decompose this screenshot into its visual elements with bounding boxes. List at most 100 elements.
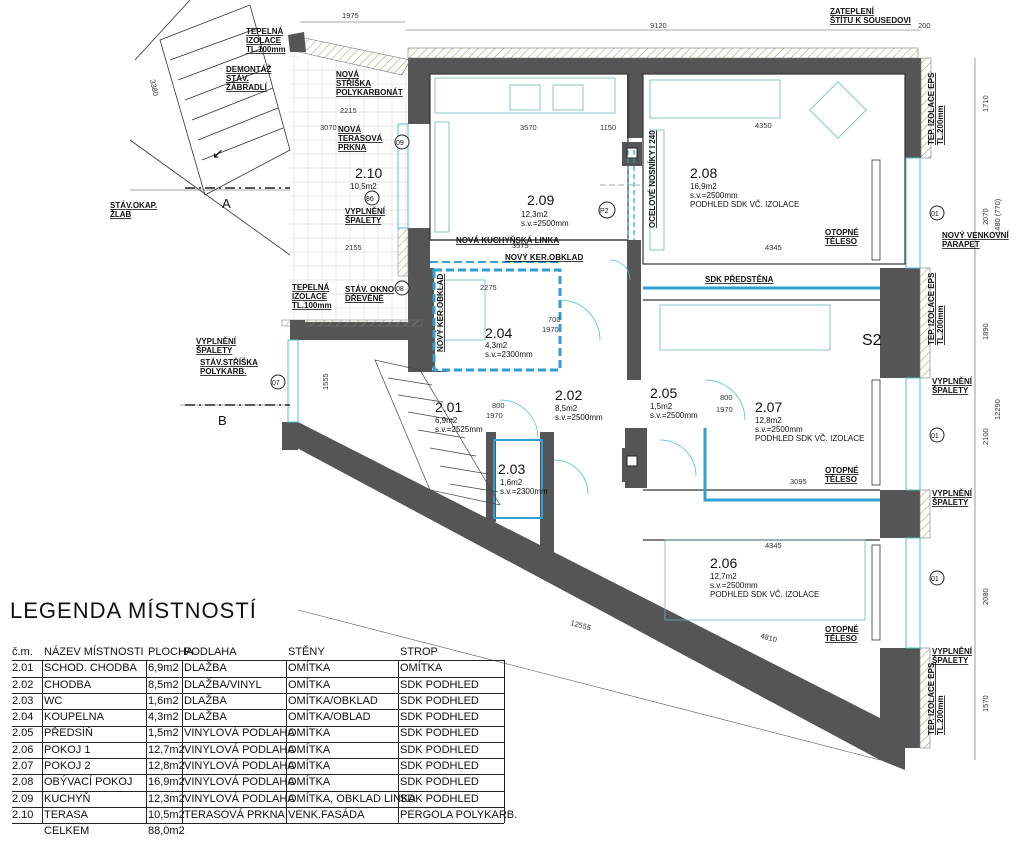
svg-text:s.v.=2300mm: s.v.=2300mm [485, 350, 533, 359]
note-stav-striska: STÁV.STŘÍŠKA POLYKARB. [200, 358, 258, 376]
legend-grid-line [42, 660, 43, 824]
dim: 3070 [320, 123, 337, 132]
marker-09: 09 [394, 134, 410, 150]
dim: 1480 (770) [993, 198, 1002, 235]
svg-text:8,5m2: 8,5m2 [555, 404, 578, 413]
note-tep-izolace-top-right: TEP. IZOLACE EPS TL.200mm [927, 72, 945, 145]
svg-text:OTOPNÉ: OTOPNÉ [825, 228, 859, 237]
section-marker-b: B [185, 404, 290, 428]
legend-cell: 12,8m2 [148, 760, 185, 773]
dim: 1710 [981, 95, 990, 112]
svg-text:4,3m2: 4,3m2 [485, 341, 508, 350]
dim: 1150 [600, 123, 616, 132]
dim: 2070 [981, 208, 990, 225]
legend-grid-line [12, 725, 504, 727]
legend-cell: SDK PODHLED [400, 711, 479, 724]
legend-cell: č.m. [12, 646, 33, 658]
svg-text:86: 86 [366, 196, 374, 203]
dim: 3380 [148, 79, 160, 97]
dim: 4345 [765, 243, 782, 252]
legend-cell: OMÍTKA [288, 727, 331, 740]
room-2-08: 2.08 16,9m2 s.v.=2500mm PODHLED SDK VČ. … [690, 165, 799, 209]
svg-text:PODHLED SDK VČ. IZOLACE: PODHLED SDK VČ. IZOLACE [710, 590, 819, 599]
note-novy-venkovni: NOVÝ VENKOVNÍ PARAPET [942, 231, 1009, 249]
svg-text:2.01: 2.01 [435, 399, 462, 415]
svg-text:ŠPALETY: ŠPALETY [196, 346, 233, 355]
legend-cell: PODLAHA [184, 646, 237, 658]
svg-text:VYPLNĚNÍ: VYPLNĚNÍ [932, 377, 973, 386]
stairs-arrow: ↙ [212, 145, 224, 161]
dim: 200 [918, 21, 931, 30]
svg-text:TL.100mm: TL.100mm [292, 301, 332, 310]
svg-text:01: 01 [931, 433, 939, 440]
marker-o1-bottom: 01 [929, 570, 945, 586]
legend-cell: 2.09 [12, 792, 34, 805]
dim: 12290 [993, 399, 1002, 420]
legend-grid-line [12, 660, 504, 662]
svg-text:IZOLACE: IZOLACE [292, 292, 328, 301]
svg-text:VYPLNĚNÍ: VYPLNĚNÍ [932, 647, 973, 656]
svg-text:PARAPET: PARAPET [942, 240, 980, 249]
note-stav-okno: STÁV. OKNO DŘEVĚNÉ [345, 285, 394, 303]
legend-cell: DLAŽBA [184, 711, 227, 724]
dim: 3570 [520, 123, 537, 132]
legend-cell: 2.03 [12, 694, 34, 707]
svg-text:ŠPALETY: ŠPALETY [932, 656, 969, 665]
dim: 800 [492, 401, 505, 410]
svg-text:TERASOVÁ: TERASOVÁ [338, 134, 383, 143]
dim: 4350 [755, 121, 772, 130]
legend-cell: DLAŽBA [184, 662, 227, 675]
marker-p2: P2 [598, 201, 616, 219]
legend-cell: 4,3m2 [148, 711, 179, 724]
svg-text:01: 01 [931, 211, 939, 218]
svg-text:STŘÍŠKA: STŘÍŠKA [336, 79, 371, 88]
dim: 3575 [512, 241, 529, 250]
svg-text:TL.200mm: TL.200mm [936, 105, 945, 145]
legend-cell: SDK PODHLED [400, 678, 479, 691]
door-swings [499, 259, 746, 495]
legend-cell: POKOJ 1 [44, 743, 91, 756]
svg-text:2.04: 2.04 [485, 325, 512, 341]
svg-text:NOVÁ: NOVÁ [336, 70, 359, 79]
svg-text:2.07: 2.07 [755, 399, 782, 415]
legend-cell: OMÍTKA [288, 678, 331, 691]
legend-cell: TERASA [44, 808, 89, 821]
legend-cell: OBÝVACÍ POKOJ [44, 776, 133, 789]
legend-cell: 12,7m2 [148, 743, 185, 756]
dim: 1970 [486, 411, 503, 420]
legend-cell: 88,0m2 [148, 825, 185, 838]
legend-cell: 1,6m2 [148, 694, 179, 707]
svg-text:2.05: 2.05 [650, 385, 677, 401]
note-tepelna-izolace-top: TEPELNÁ IZOLACE TL.100mm [246, 27, 286, 54]
svg-text:ZÁBRADLÍ: ZÁBRADLÍ [226, 83, 268, 92]
legend-cell: SDK PODHLED [400, 760, 479, 773]
legend-cell: VINYLOVÁ PODLAHA [184, 727, 295, 740]
legend-cell: SDK PODHLED [400, 743, 479, 756]
legend-cell: 2.02 [12, 678, 34, 691]
legend-cell: VENK.FASÁDA [288, 808, 365, 821]
legend-cell: SDK PODHLED [400, 694, 479, 707]
svg-text:TL.100mm: TL.100mm [246, 45, 286, 54]
svg-text:TEPELNÁ: TEPELNÁ [246, 27, 284, 36]
svg-text:VYPLNĚNÍ: VYPLNĚNÍ [345, 207, 386, 216]
legend-cell: 2.06 [12, 743, 34, 756]
legend-cell: OMÍTKA [288, 760, 331, 773]
marker-07: 07 [270, 374, 286, 390]
legend-grid-line [12, 790, 504, 792]
room-2-09: 2.09 12,3m2 s.v.=2500mm [521, 192, 569, 228]
legend-cell: POKOJ 2 [44, 760, 91, 773]
legend-cell: PERGOLA POLYKARB. [400, 808, 518, 821]
svg-text:6,9m2: 6,9m2 [435, 416, 458, 425]
svg-text:2.08: 2.08 [690, 165, 717, 181]
svg-text:OTOPNÉ: OTOPNÉ [825, 625, 859, 634]
room-2-02: 2.02 8,5m2 s.v.=2500mm [555, 387, 603, 422]
legend-cell: OMÍTKA [288, 662, 331, 675]
note-tepelna-izolace-mid: TEPELNÁ IZOLACE TL.100mm [292, 283, 332, 310]
svg-text:s.v.=2500mm: s.v.=2500mm [650, 411, 698, 420]
legend-cell: SDK PODHLED [400, 727, 479, 740]
dim: 9120 [650, 21, 667, 30]
legend-cell: 12,3m2 [148, 792, 185, 805]
note-novy-ker-obklad-vertical: NOVÝ KER.OBKLAD [436, 274, 445, 352]
dim: 2100 [981, 428, 990, 445]
